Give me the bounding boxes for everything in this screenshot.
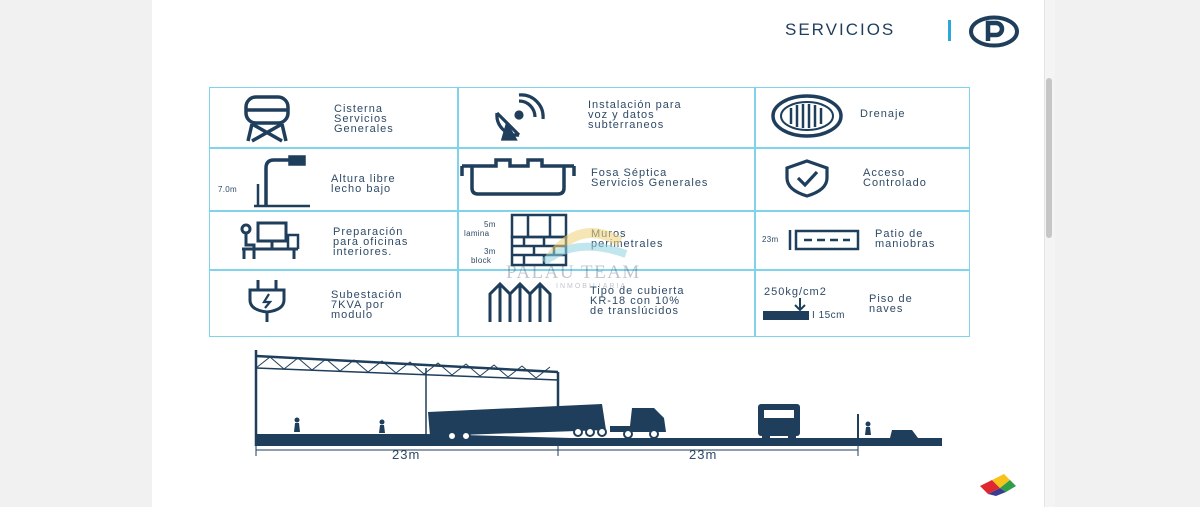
span-dimension-label: 23m	[392, 447, 421, 462]
wall-height-label: 3m	[484, 247, 496, 256]
service-label: Drenaje	[860, 108, 906, 120]
floor-load-label: 250kg/cm2	[764, 286, 827, 298]
service-label: Altura libre lecho bajo	[331, 173, 396, 195]
water-tower-icon	[244, 95, 290, 143]
services-grid	[209, 87, 970, 337]
span-dimension-label: 23m	[689, 447, 718, 462]
service-label: Acceso Controlado	[863, 167, 927, 189]
watermark-logo-icon	[541, 228, 628, 264]
wall-material-label: lamina	[464, 229, 490, 238]
street-lamp-icon	[254, 155, 310, 208]
grid-row-divider	[210, 210, 969, 212]
scrollbar-thumb[interactable]	[1046, 78, 1052, 238]
satellite-dish-icon	[495, 93, 545, 141]
wall-material-label: block	[471, 256, 492, 265]
grid-col-divider	[754, 88, 756, 336]
grid-row-divider	[210, 269, 969, 271]
service-label: Subestación 7KVA por modulo	[331, 289, 403, 321]
office-desk-icon	[240, 221, 300, 259]
brand-logo-icon	[969, 15, 1019, 48]
service-label: Patio de maniobras	[875, 228, 936, 250]
shield-check-icon	[785, 159, 829, 198]
grid-row-divider	[210, 147, 969, 149]
floor-thickness-value: 15cm	[818, 310, 846, 321]
service-label: Instalación para voz y datos subterraneo…	[588, 99, 682, 131]
floor-thickness-label: I 15cm	[812, 310, 846, 321]
service-label: Fosa Séptica Servicios Generales	[591, 167, 709, 189]
title-separator	[948, 20, 951, 41]
floor-load-icon	[763, 298, 809, 320]
septic-tank-icon	[460, 158, 576, 196]
warehouse-section-diagram	[254, 350, 942, 456]
service-label: Cisterna Servicios Generales	[334, 103, 394, 135]
vertical-scrollbar[interactable]	[1044, 0, 1055, 507]
height-label: 7.0m	[218, 185, 237, 194]
yard-width-label: 23m	[762, 235, 779, 244]
watermark-name: PALAU TEAM	[506, 262, 641, 283]
page-title: SERVICIOS	[785, 20, 896, 39]
service-label: Tipo de cubierta KR-18 con 10% de transl…	[590, 285, 685, 317]
wall-height-label: 5m	[484, 220, 496, 229]
corner-brand-logo-icon	[980, 474, 1016, 496]
drain-grate-icon	[771, 94, 843, 138]
service-label: Preparación para oficinas interiores.	[333, 226, 409, 258]
watermark-subtitle: INMOBILIARIA	[556, 283, 628, 290]
grid-col-divider	[457, 88, 459, 336]
roof-panel-icon	[488, 281, 552, 322]
power-plug-icon	[248, 280, 286, 322]
parking-lane-icon	[788, 229, 860, 251]
service-label: Piso de naves	[869, 293, 913, 315]
